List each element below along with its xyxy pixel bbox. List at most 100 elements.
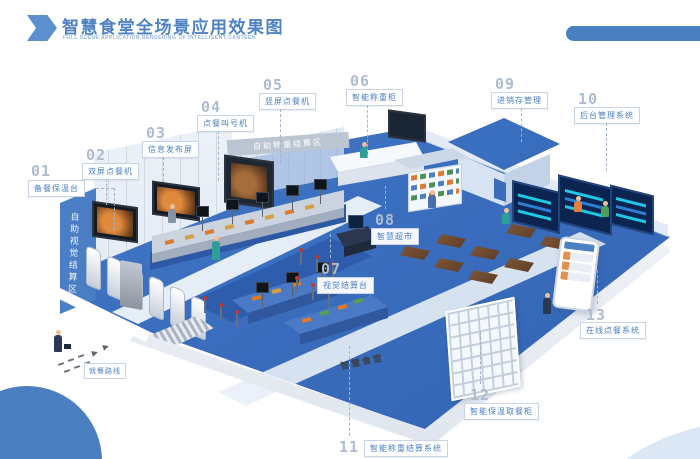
person-figure (428, 190, 436, 208)
callout-number: 12 (470, 386, 491, 404)
leader-line (163, 157, 164, 182)
callout-label: 智能称重结算系统 (364, 440, 448, 457)
turnstile-gate (86, 244, 101, 292)
person-figure (574, 196, 582, 212)
food-tray (224, 224, 235, 230)
food-tray (353, 298, 364, 304)
leader-line (106, 179, 107, 205)
dining-table (436, 234, 466, 248)
header-accent-bar (566, 26, 700, 41)
leader-line (349, 346, 350, 436)
floor-edge-label: 智慧食堂 (339, 352, 385, 372)
person-figure (54, 330, 62, 352)
leader-line (480, 332, 481, 384)
page-title: 智慧食堂全场景应用效果图 (62, 18, 284, 37)
dining-table (400, 246, 430, 260)
callout-number: 05 (263, 76, 284, 94)
callout-number: 13 (586, 306, 607, 324)
callout-label: 智能称重柜 (346, 89, 403, 106)
food-image (97, 206, 133, 238)
leader-line (385, 186, 386, 209)
food-image (157, 186, 195, 216)
weighing-screen (256, 282, 269, 307)
title-flag-arrow-icon (27, 15, 57, 41)
person-figure (601, 201, 609, 217)
food-tray (244, 219, 255, 225)
callout-label: 后台管理系统 (574, 107, 640, 124)
callout-number: 08 (375, 211, 396, 229)
food-tray (337, 304, 348, 310)
person-figure (360, 142, 368, 158)
route-dash (63, 369, 71, 373)
queue-post (315, 255, 319, 272)
queue-post (311, 283, 315, 300)
food-tray (251, 295, 262, 301)
corner-circle-decoration (0, 386, 102, 459)
online-ordering-phone (551, 235, 601, 313)
callout-number: 09 (495, 75, 516, 93)
info-display-screen (152, 180, 200, 222)
turnstile-gate (149, 274, 164, 322)
callout-number: 06 (350, 72, 371, 90)
callout-label: 备餐保温台 (28, 180, 85, 197)
queue-post (219, 303, 223, 320)
food-tray (184, 234, 195, 240)
food-tray (264, 214, 275, 220)
callout-number: 01 (31, 162, 52, 180)
food-tray (304, 204, 315, 210)
order-kiosk-screen (314, 179, 327, 204)
person-figure (543, 293, 551, 314)
bottom-right-wave-decoration (589, 400, 700, 459)
dining-table (470, 246, 500, 260)
route-dash (67, 358, 75, 362)
dashboard-screen (610, 184, 654, 236)
queue-post (203, 296, 207, 313)
order-kiosk-screen (196, 206, 209, 231)
route-arrow-icon (102, 343, 110, 351)
callout-number: 10 (578, 90, 599, 108)
leader-line (606, 123, 607, 171)
leader-line (367, 105, 368, 157)
leader-line (96, 188, 114, 189)
food-tray (301, 317, 312, 323)
briefcase (64, 344, 71, 349)
zone-label-visual-settlement: 自助视觉结算区 (66, 211, 80, 297)
food-tray (164, 239, 175, 245)
phone-app-row (560, 271, 592, 283)
food-tray (271, 288, 282, 294)
queue-post (299, 248, 303, 265)
callout-number: 07 (321, 260, 342, 278)
callout-label: 视觉结算台 (317, 277, 374, 294)
route-dash (73, 365, 81, 369)
checkout-screen (348, 215, 364, 229)
route-dash (77, 354, 85, 358)
queue-post (235, 310, 239, 327)
callout-number: 04 (201, 98, 222, 116)
phone-app-header (564, 241, 595, 253)
callout-label: 智慧超市 (371, 228, 419, 245)
callout-label: 点餐叫号机 (197, 115, 254, 132)
food-tray (204, 229, 215, 235)
callout-label: 双屏点餐机 (82, 163, 139, 180)
order-kiosk-screen (226, 199, 239, 224)
person-figure (502, 208, 510, 224)
callout-label: 在线点餐系统 (580, 322, 646, 339)
route-label: 就餐路线 (84, 363, 126, 379)
wall-tv (388, 109, 426, 143)
food-tray (319, 310, 330, 316)
queue-post (327, 290, 331, 307)
route-dash (57, 362, 65, 366)
leader-line (280, 109, 281, 163)
order-kiosk-screen (256, 192, 269, 217)
page-subtitle: FULL SCENE APPLICATION RENDERING OF INTE… (63, 35, 256, 41)
leader-line (521, 108, 522, 142)
leader-line (114, 188, 115, 230)
person-figure (168, 204, 176, 223)
person-figure (212, 236, 220, 260)
callout-number: 03 (146, 124, 167, 142)
route-arrow-icon (91, 349, 99, 357)
zone-label-weighing-settlement: 自助称重结算区 (226, 131, 350, 157)
callout-label: 智能保温取餐柜 (464, 403, 539, 420)
leader-line (218, 131, 219, 181)
